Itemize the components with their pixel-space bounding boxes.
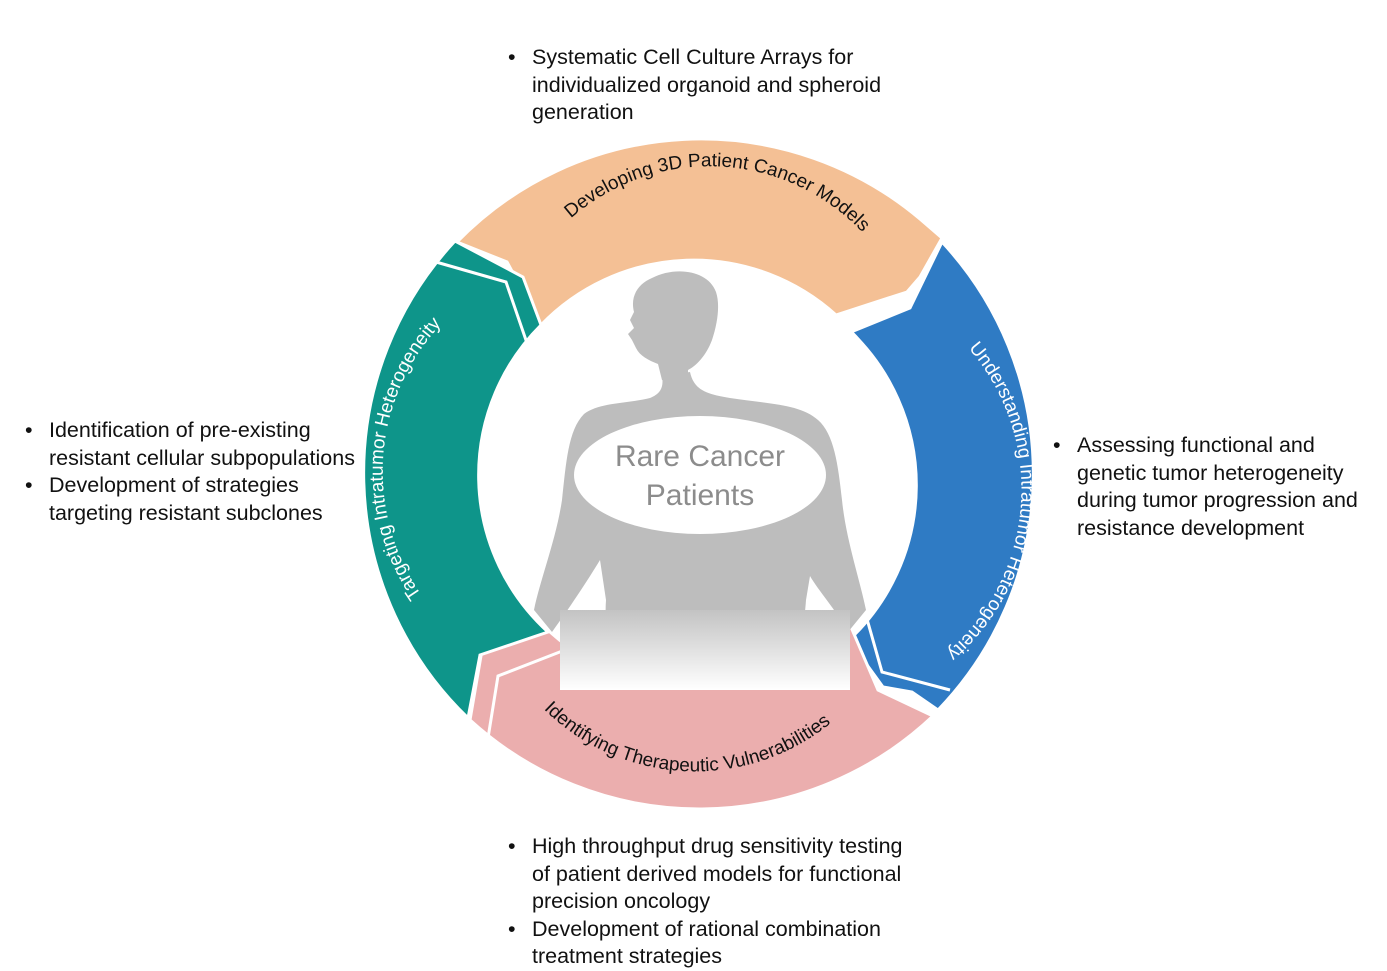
segment-top bbox=[454, 137, 944, 328]
segment-right-chevron bbox=[863, 611, 951, 692]
center-title-line1: Rare Cancer bbox=[615, 440, 785, 473]
note-item: Development of strategies targeting resi… bbox=[23, 472, 355, 527]
note-item: Systematic Cell Culture Arrays for indiv… bbox=[506, 44, 886, 127]
silhouette-head bbox=[628, 271, 719, 380]
segment-right bbox=[847, 239, 1035, 712]
note-item: Assessing functional and genetic tumor h… bbox=[1051, 432, 1373, 542]
segment-left-chevron bbox=[435, 260, 530, 347]
note-item: Identification of pre-existing resistant… bbox=[23, 417, 355, 472]
notes-bottom: High throughput drug sensitivity testing… bbox=[506, 833, 916, 971]
notes-top: Systematic Cell Culture Arrays for indiv… bbox=[506, 44, 886, 127]
notes-right: Assessing functional and genetic tumor h… bbox=[1051, 432, 1373, 542]
center-title-line2: Patients bbox=[646, 479, 754, 512]
segment-left-shape bbox=[362, 239, 551, 722]
segment-right-shape bbox=[847, 239, 1035, 712]
silhouette-fade bbox=[560, 610, 850, 690]
center-label-ellipse bbox=[574, 416, 826, 534]
notes-left: Identification of pre-existing resistant… bbox=[23, 417, 355, 527]
segment-bottom-chevron bbox=[486, 646, 571, 739]
segment-top-shape bbox=[454, 137, 944, 328]
note-item: Development of rational combination trea… bbox=[506, 916, 916, 971]
note-item: High throughput drug sensitivity testing… bbox=[506, 833, 916, 916]
segment-left bbox=[362, 239, 551, 722]
